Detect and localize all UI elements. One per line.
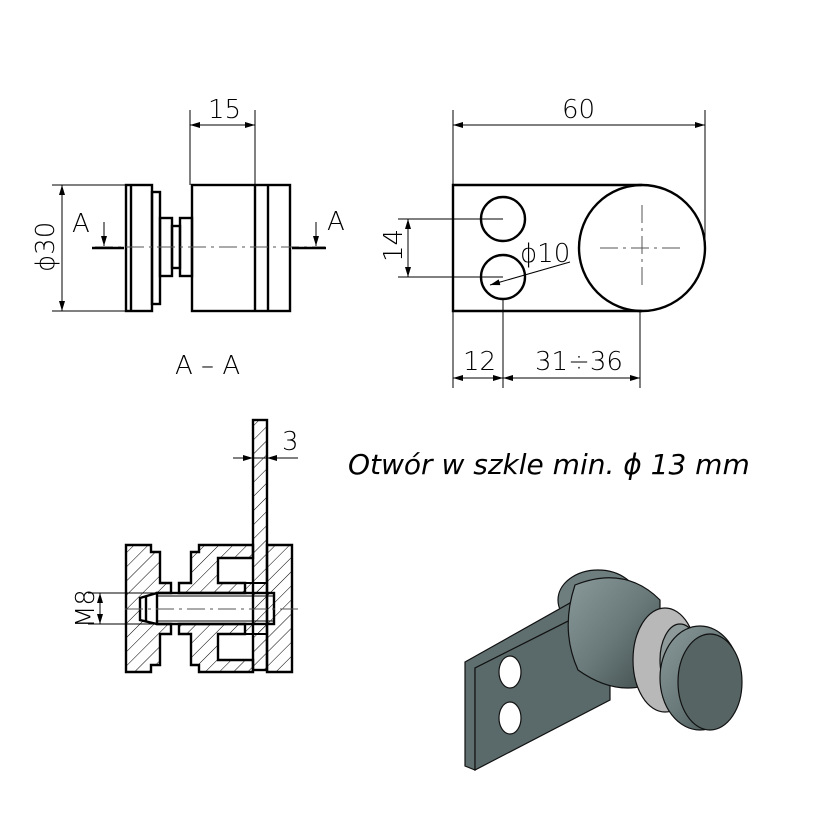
dim-hole-diameter: ϕ10 bbox=[520, 239, 570, 269]
glass-hole-note: Otwór w szkle min. ϕ 13 mm bbox=[348, 448, 750, 481]
dim-thread: M8 bbox=[71, 589, 101, 628]
section-mark-right: A bbox=[327, 207, 345, 237]
section-view: M8 3 bbox=[71, 418, 299, 674]
section-label: A – A bbox=[175, 351, 240, 381]
dim-diameter: ϕ30 bbox=[31, 222, 61, 272]
isometric-render bbox=[464, 569, 743, 771]
dim-plate: 3 bbox=[282, 427, 299, 457]
dim-width: 15 bbox=[208, 95, 241, 125]
front-view: 60 14 ϕ10 12 31÷36 bbox=[379, 95, 707, 388]
section-mark-left: A bbox=[72, 209, 90, 239]
dim-hole-spacing: 14 bbox=[379, 229, 409, 262]
dim-hole-offset: 12 bbox=[463, 347, 496, 377]
dim-range: 31÷36 bbox=[535, 347, 623, 377]
dim-length: 60 bbox=[562, 95, 595, 125]
side-view: A A 15 ϕ30 A – A bbox=[31, 95, 345, 381]
